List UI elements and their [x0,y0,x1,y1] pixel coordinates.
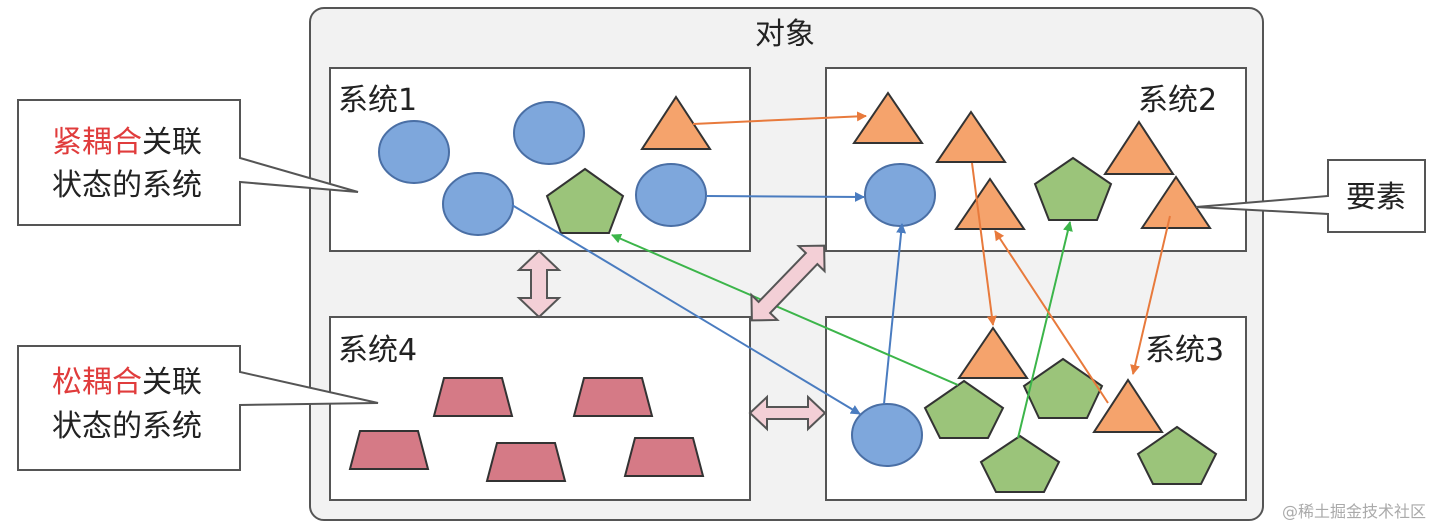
orange-arrow [994,230,1109,404]
green-arrow [1017,221,1073,439]
triangle-element [954,177,1026,230]
triangle-element [1140,175,1212,229]
triangle-element [1092,378,1164,433]
triangle-element [935,110,1007,163]
circle-element [635,163,707,227]
blue-arrow [511,204,861,415]
triangle-element [852,91,924,144]
system-1-label: 系统1 [338,83,417,118]
circle-element [864,163,936,227]
orange-arrow [692,111,867,125]
element-callout [1195,159,1426,233]
tight-coupling-callout [17,99,359,226]
object-title: 对象 [755,17,815,52]
blue-arrow [705,191,865,202]
pentagon-element [1136,425,1218,485]
system-2-label: 系统2 [1138,83,1217,118]
loose-coupling-rest: 关联 [142,365,202,400]
system-3-label: 系统3 [1145,333,1224,368]
green-arrow [611,233,959,386]
system-4-label: 系统4 [338,333,417,368]
trapezoid-element [432,377,514,417]
pentagon-element [1033,156,1113,221]
loose-coupling-callout [17,345,379,471]
watermark: @稀土掘金技术社区 [1282,502,1426,521]
blue-arrow [883,223,907,405]
loose-coupling-line2: 状态的系统 [52,409,202,444]
element-label: 要素 [1346,180,1406,215]
circle-element [442,172,514,236]
vertical-double-arrow [516,249,562,319]
orange-arrow [1130,215,1171,375]
trapezoid-element [572,377,654,417]
loose-coupling-label: 松耦合关联 [52,365,202,400]
pentagon-element [545,167,625,234]
trapezoid-element [348,430,430,470]
pentagon-element [1022,357,1104,419]
pentagon-element [979,434,1061,493]
pentagon-element [923,379,1005,439]
triangle-element [957,326,1029,379]
diagonal-double-arrow [750,244,826,322]
trapezoid-element [485,442,567,482]
tight-coupling-rest: 关联 [142,125,202,160]
circle-element [851,403,923,467]
trapezoid-element [623,437,705,477]
triangle-element [1103,120,1175,175]
tight-coupling-line2: 状态的系统 [52,168,202,203]
horizontal-double-arrow [748,394,827,432]
circle-element [513,101,585,165]
orange-arrow [971,162,997,326]
tight-coupling-label: 紧耦合关联 [52,125,202,160]
circle-element [378,120,450,184]
loose-coupling-highlight: 松耦合 [52,365,142,400]
tight-coupling-highlight: 紧耦合 [52,125,142,160]
